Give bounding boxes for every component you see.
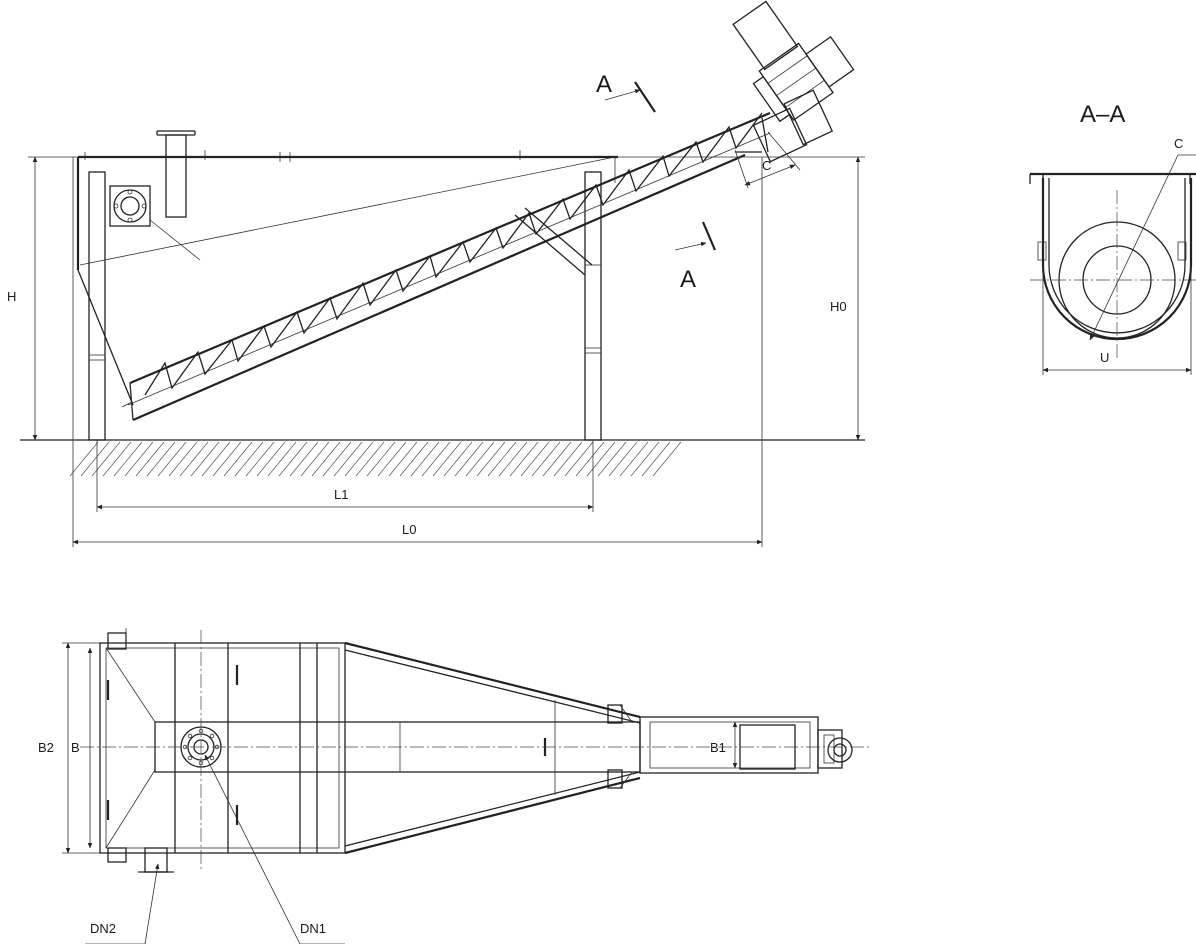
hopper-top-edge xyxy=(344,641,641,719)
u-trough xyxy=(1041,178,1193,341)
left-leg xyxy=(88,171,106,441)
hopper-bottom-edge xyxy=(344,776,641,855)
ground-hatching xyxy=(69,441,682,477)
section-view-a-a: A–A C U xyxy=(1029,101,1196,375)
gearbox xyxy=(732,0,834,163)
inlet-flange-dn1 xyxy=(109,185,201,261)
dim-U-label: U xyxy=(1100,350,1109,365)
section-mark-a-bottom: A xyxy=(674,221,717,293)
dim-B1-label: B1 xyxy=(710,740,726,755)
dim-B-label: B xyxy=(71,740,80,755)
dim-H0-label: H0 xyxy=(830,299,847,314)
motor-plan xyxy=(817,729,853,769)
section-mark-bottom-label: A xyxy=(680,266,696,293)
dim-L1-label: L1 xyxy=(334,487,348,502)
section-title: A–A xyxy=(1080,101,1125,128)
dim-B2-label: B2 xyxy=(38,740,54,755)
drive-motor xyxy=(752,35,855,123)
section-mark-a-top: A xyxy=(596,71,656,113)
right-leg xyxy=(584,171,602,441)
dim-DN2-label: DN2 xyxy=(90,921,116,936)
tank-inner-line xyxy=(79,156,616,266)
dim-DN1-label: DN1 xyxy=(300,921,326,936)
side-view: H H0 L1 L0 C A A xyxy=(7,0,865,547)
dim-C-side-label: C xyxy=(762,158,771,173)
screw-trough xyxy=(129,111,771,422)
screw-shaft xyxy=(127,132,771,406)
plan-view: B2 B B1 DN2 DN1 xyxy=(38,628,870,944)
screw-flights xyxy=(144,112,763,396)
dn2-outlet-plan xyxy=(138,847,174,873)
dim-L0-label: L0 xyxy=(402,522,416,537)
tank-outline xyxy=(99,642,346,854)
outlet-pipe-dn2 xyxy=(156,130,196,218)
dim-H-label: H xyxy=(7,289,16,304)
dim-C-section-label: C xyxy=(1174,136,1183,151)
section-mark-top-label: A xyxy=(596,71,612,98)
support-brace xyxy=(514,214,586,276)
